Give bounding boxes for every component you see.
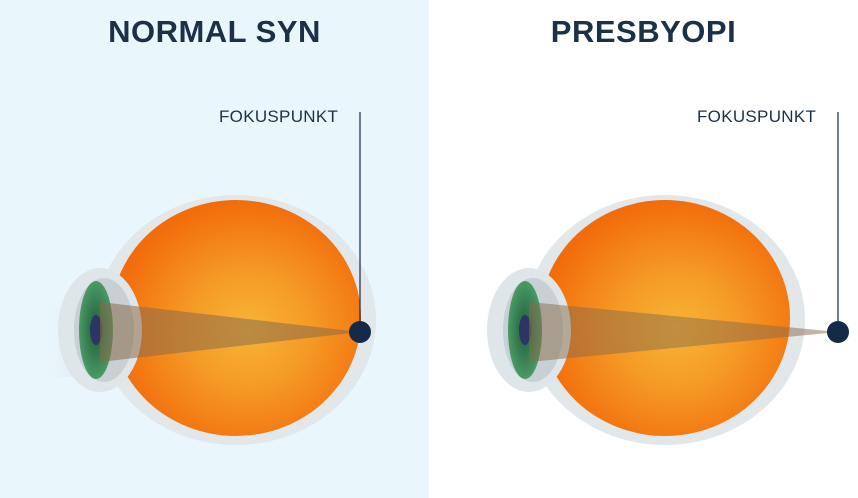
- presbyopia-eye-illustration: [487, 112, 849, 445]
- normal-vision-title: NORMAL SYN: [108, 14, 321, 49]
- presbyopia-focus-label: FOKUSPUNKT: [697, 107, 817, 126]
- pupil: [90, 315, 102, 345]
- focus-point: [349, 321, 371, 343]
- focus-light-cone: [100, 302, 360, 362]
- focus-light-cone: [529, 302, 838, 362]
- focus-point: [827, 321, 849, 343]
- presbyopia-panel: PRESBYOPI FOKUSPUNKT: [429, 0, 858, 498]
- normal-eye-illustration: [40, 112, 376, 445]
- presbyopia-title: PRESBYOPI: [550, 14, 737, 49]
- normal-vision-panel: NORMAL SYN FOKUSPUNKT: [0, 0, 429, 498]
- normal-focus-label: FOKUSPUNKT: [219, 107, 339, 126]
- pupil: [519, 315, 531, 345]
